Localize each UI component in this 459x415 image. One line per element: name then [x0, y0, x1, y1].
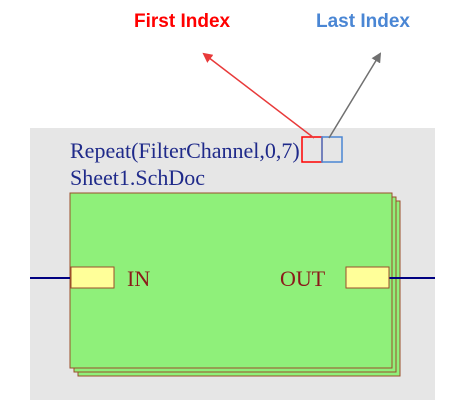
port-in-entry[interactable]	[70, 266, 115, 289]
designator-suffix: )	[292, 138, 300, 163]
sheet-file-name[interactable]: Sheet1.SchDoc	[70, 165, 206, 190]
sheet-symbol-body[interactable]	[69, 192, 393, 369]
last-index-callout-label: Last Index	[316, 11, 410, 32]
port-out-label: OUT	[280, 266, 326, 291]
port-out-entry[interactable]	[345, 266, 390, 289]
designator-prefix: Repeat(FilterChannel,	[70, 138, 265, 163]
sheet-symbol-designator[interactable]: Repeat(FilterChannel,0,7)	[70, 140, 300, 162]
first-index-arrow	[202, 52, 315, 139]
last-index-highlight-box	[321, 136, 343, 163]
index-separator: ,	[275, 138, 282, 163]
last-index-arrow	[328, 52, 382, 139]
port-in-label: IN	[127, 266, 151, 291]
first-index-value: 0	[264, 138, 276, 163]
last-index-value: 7	[281, 138, 293, 163]
first-index-callout-label: First Index	[134, 11, 231, 32]
